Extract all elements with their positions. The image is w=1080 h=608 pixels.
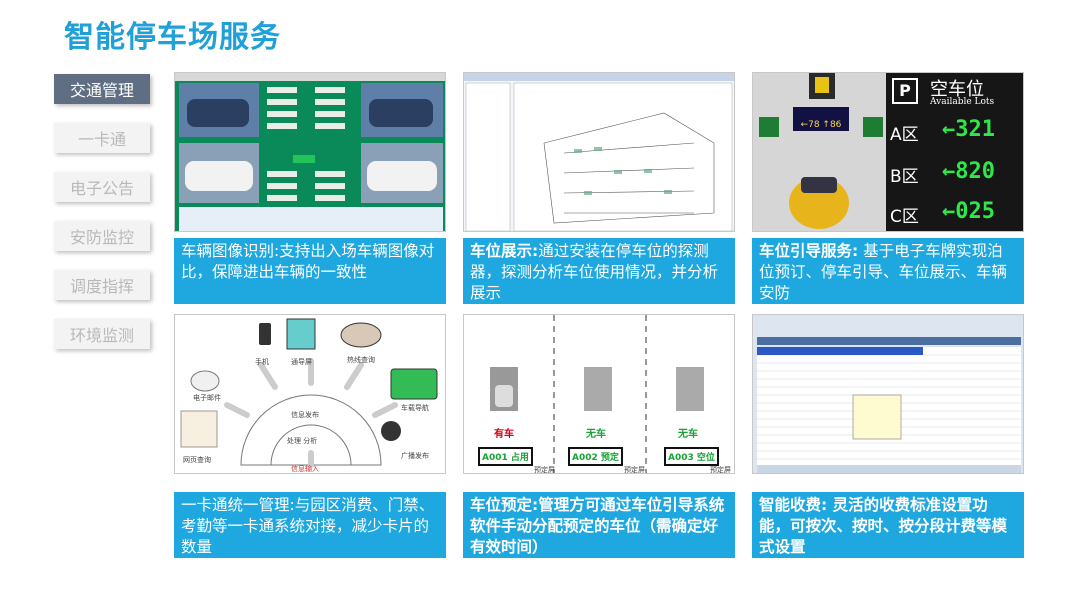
zone-label: C区 (890, 207, 919, 227)
info-flow-graphic (180, 318, 438, 468)
caption-text: 车辆图像识别:支持出入场车辆图像对比，保障进出车辆的一致性 (181, 242, 435, 281)
slot-display: A001 占用 (478, 447, 533, 466)
channel-label: 网页查询 (183, 456, 211, 464)
card-caption: 车位引导服务: 基于电子车牌实现泊位预订、停车引导、车位展示、车辆安防 (752, 238, 1024, 304)
slot-status: 有车 (494, 429, 514, 440)
parking-p-icon: P (892, 78, 918, 104)
svg-text:←78 ↑86: ←78 ↑86 (801, 120, 842, 130)
diagram-center-bottom: 信息输入 (291, 465, 319, 473)
available-lots-sign: P 空车位 Available Lots A区 ←321 B区 ←820 C区 … (886, 73, 1023, 231)
caption-text: 车位预定:管理方可通过车位引导系统软件手动分配预定的车位（需确定好有效时间） (470, 496, 725, 556)
zone-count: ←025 (942, 199, 995, 224)
channel-label: 车载导航 (401, 404, 429, 412)
channel-label: 电子邮件 (193, 394, 221, 402)
card-caption: 一卡通统一管理:与园区消费、门禁、考勤等一卡通系统对接，减少卡片的数量 (174, 492, 446, 558)
nav-item-dispatch[interactable]: 调度指挥 (54, 270, 150, 300)
card-caption: 车辆图像识别:支持出入场车辆图像对比，保障进出车辆的一致性 (174, 238, 446, 304)
zone-count: ←321 (942, 117, 995, 142)
sign-subtitle: Available Lots (930, 97, 995, 107)
caption-text: 智能收费: 灵活的收费标准设置功能，可按次、按时、按分段计费等模式设置 (759, 496, 1008, 556)
zone-label: A区 (890, 125, 919, 145)
zone-count: ←820 (942, 159, 995, 184)
sidebar-nav: 交通管理 一卡通 电子公告 安防监控 调度指挥 环境监测 (54, 74, 150, 368)
zone-row: B区 ←820 (890, 159, 1022, 189)
slot-screen-label: 预定屏 (710, 466, 731, 474)
nav-item-traffic[interactable]: 交通管理 (54, 74, 150, 104)
zone-row: C区 ←025 (890, 199, 1022, 229)
channel-label: 广播发布 (401, 452, 429, 460)
info-flow-diagram: 信息发布 处理 分析 信息输入 手机 通导屏 热线查询 车载导航 电子邮件 网页… (174, 314, 446, 474)
slot-status: 无车 (678, 429, 698, 440)
card-caption: 车位展示:通过安装在停车位的探测器，探测分析车位使用情况，并分析展示 (463, 238, 735, 304)
caption-text: 一卡通统一管理:与园区消费、门禁、考勤等一卡通系统对接，减少卡片的数量 (181, 496, 435, 556)
page-title: 智能停车场服务 (64, 20, 281, 55)
diagram-center-mid: 处理 分析 (287, 437, 318, 445)
recognition-ui-image (175, 73, 445, 231)
nav-item-environment[interactable]: 环境监测 (54, 319, 150, 349)
slot-display: A003 空位 (664, 447, 719, 466)
nav-item-one-card[interactable]: 一卡通 (54, 123, 150, 153)
channel-label: 热线查询 (347, 356, 375, 364)
reservation-screenshot: 有车 无车 无车 A001 占用 A002 预定 A003 空位 预定屏 预定屏… (463, 314, 735, 474)
slot-screen-label: 预定屏 (534, 466, 555, 474)
parking-map-image (464, 73, 734, 231)
sign-title: 空车位 (930, 79, 984, 100)
billing-table-image (753, 315, 1023, 473)
slot-screen-label: 预定屏 (624, 466, 645, 474)
space-map-screenshot (463, 72, 735, 232)
slot-display: A002 预定 (568, 447, 623, 466)
zone-label: B区 (890, 167, 919, 187)
garage-photo: ←78 ↑86 (753, 73, 886, 231)
nav-item-security[interactable]: 安防监控 (54, 221, 150, 251)
recognition-screenshot (174, 72, 446, 232)
slot-status: 无车 (586, 429, 606, 440)
card-caption: 智能收费: 灵活的收费标准设置功能，可按次、按时、按分段计费等模式设置 (752, 492, 1024, 558)
zone-row: A区 ←321 (890, 117, 1022, 147)
guidance-screenshot: ←78 ↑86 P 空车位 Available Lots A区 ←321 B区 … (752, 72, 1024, 232)
parking-bays-graphic (490, 315, 704, 473)
caption-head: 车位展示: (470, 242, 539, 260)
caption-head: 车位引导服务: (759, 242, 859, 260)
channel-label: 通导屏 (291, 358, 312, 366)
caption-text: 通过安装在停车位的探测器，探测分析车位使用情况，并分析展示 (470, 242, 719, 302)
nav-item-e-bulletin[interactable]: 电子公告 (54, 172, 150, 202)
diagram-center-top: 信息发布 (291, 411, 319, 419)
caption-text: 基于电子车牌实现泊位预订、停车引导、车位展示、车辆安防 (759, 242, 1008, 302)
card-caption: 车位预定:管理方可通过车位引导系统软件手动分配预定的车位（需确定好有效时间） (463, 492, 735, 558)
charging-screenshot (752, 314, 1024, 474)
channel-label: 手机 (255, 358, 269, 366)
